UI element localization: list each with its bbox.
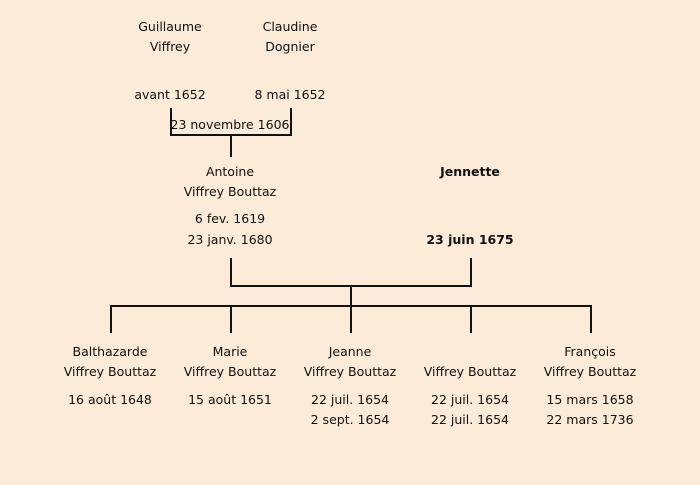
connector-line	[230, 134, 232, 157]
date: 8 mai 1652	[254, 87, 326, 102]
connector-line	[590, 305, 592, 333]
last-name: Viffrey Bouttaz	[303, 364, 397, 379]
first-name: Guillaume	[138, 19, 202, 34]
birth-date: 15 mars 1658	[546, 392, 634, 407]
connector-line	[350, 305, 352, 333]
first-name: François	[564, 344, 616, 359]
death-date: 22 juil. 1654	[431, 412, 509, 427]
first-name: Marie	[212, 344, 248, 359]
first-name: Claudine	[262, 19, 318, 34]
date: avant 1652	[134, 87, 206, 102]
connector-line	[470, 305, 472, 333]
death-date: 23 janv. 1680	[187, 232, 273, 247]
last-name: Viffrey	[149, 39, 191, 54]
connector-line	[230, 305, 232, 333]
last-name: Viffrey Bouttaz	[63, 364, 157, 379]
last-name: Viffrey Bouttaz	[183, 184, 277, 199]
last-name: Viffrey Bouttaz	[543, 364, 637, 379]
birth-date: 15 août 1651	[188, 392, 272, 407]
birth-date: 16 août 1648	[68, 392, 152, 407]
connector-line	[110, 305, 112, 333]
marriage-date: 23 novembre 1606	[170, 117, 290, 132]
connector-line	[170, 108, 172, 136]
birth-date: 22 juil. 1654	[311, 392, 389, 407]
last-name: Viffrey Bouttaz	[183, 364, 277, 379]
connector-line	[290, 108, 292, 136]
birth-date: 22 juil. 1654	[431, 392, 509, 407]
death-date: 22 mars 1736	[546, 412, 634, 427]
connector-line	[230, 258, 232, 287]
marriage-date: 23 juin 1675	[426, 232, 514, 247]
birth-date: 6 fev. 1619	[194, 211, 266, 226]
first-name: Balthazarde	[72, 344, 148, 359]
first-name: Jennette	[440, 164, 500, 179]
connector-line	[470, 258, 472, 287]
last-name: Dognier	[265, 39, 315, 54]
death-date: 2 sept. 1654	[310, 412, 390, 427]
first-name: Jeanne	[328, 344, 372, 359]
last-name: Viffrey Bouttaz	[423, 364, 517, 379]
connector-line	[350, 285, 352, 306]
first-name: Antoine	[205, 164, 255, 179]
